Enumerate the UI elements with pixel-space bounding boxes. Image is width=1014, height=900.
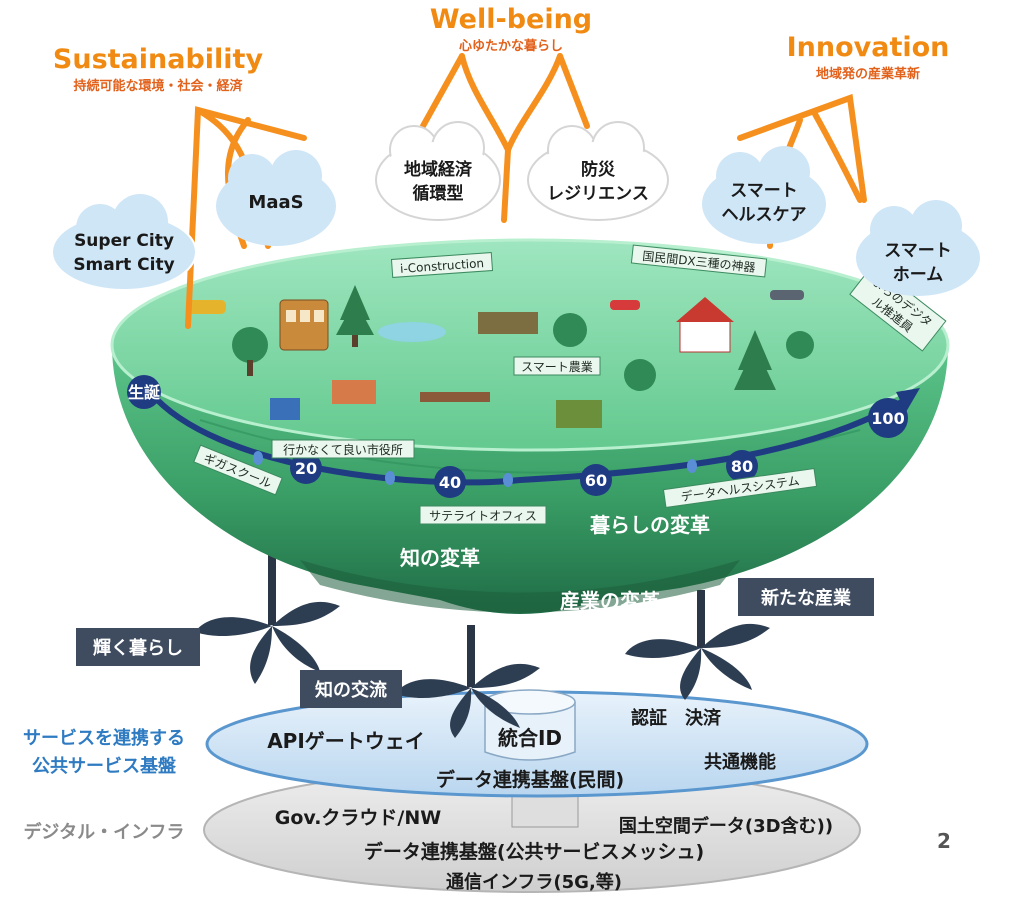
svg-text:地域経済: 地域経済 [404,159,473,180]
age-label-60: 60 [585,471,607,490]
svg-text:ホーム: ホーム [893,265,944,285]
network-infra-label: 通信インフラ(5G,等) [446,871,622,893]
tag-i-construction: i-Construction [390,252,494,278]
tag-city-hall: 行かなくて良い市役所 [271,439,415,459]
label-knowledge-exchange: 知の交流 [300,670,402,708]
svg-text:Well-being: Well-being [430,4,592,35]
gov-cloud-label: Gov.クラウド/NW [275,807,442,829]
label-shining-life: 輝く暮らし [76,628,200,666]
goal-innovation: Innovation 地域発の産業革新 [787,32,950,82]
band-life-transformation: 暮らしの変革 [589,513,710,537]
svg-text:循環型: 循環型 [413,183,464,204]
age-marker-40 [434,466,466,498]
svg-text:行かなくて良い市役所: 行かなくて良い市役所 [283,442,403,457]
cloud-maas: MaaS [216,150,336,246]
svg-text:Smart City: Smart City [73,255,174,275]
cloud-super-city: Super City Smart City [51,194,197,291]
page-number: 2 [937,829,951,853]
cloud-smart-healthcare: スマート ヘルスケア [702,146,826,244]
age-label-100: 100 [871,409,904,428]
tag-smart-farming: スマート農業 [513,356,601,376]
svg-text:i-Construction: i-Construction [400,256,485,276]
auth-payment-label: 認証 決済 [631,707,722,729]
age-label-20: 20 [295,459,317,478]
unified-id-label: 統合ID [498,726,562,750]
goal-sustainability: Sustainability 持続可能な環境・社会・経済 [53,44,264,94]
svg-text:Super City: Super City [74,231,174,251]
svg-text:スマート: スマート [884,241,952,261]
age-label-80: 80 [731,457,753,476]
propeller-left [195,555,340,684]
tag-satellite-office: サテライトオフィス [419,505,547,525]
svg-text:スマート農業: スマート農業 [521,360,593,374]
svg-text:新たな産業: 新たな産業 [761,587,852,609]
propeller-right [625,590,770,700]
life-timeline: 生誕 20 40 60 80 100 [127,375,920,498]
api-gateway-label: APIゲートウェイ [267,729,425,753]
service-platform-side-label-1: サービスを連携する [23,727,185,749]
svg-text:ヘルスケア: ヘルスケア [722,205,807,225]
age-marker-100 [868,398,908,438]
band-industry-transformation: 産業の変革 [560,589,660,613]
public-data-platform-label: データ連携基盤(公共サービスメッシュ) [364,840,704,863]
svg-text:サテライトオフィス: サテライトオフィス [429,509,537,523]
label-new-industry: 新たな産業 [738,578,874,616]
digital-infra-side-label: デジタル・インフラ [23,821,184,843]
svg-text:知の交流: 知の交流 [315,679,387,701]
svg-text:レジリエンス: レジリエンス [547,184,649,204]
propeller-center [395,625,540,738]
svg-text:Innovation: Innovation [787,32,950,63]
service-platform-side-label-2: 公共サービス基盤 [32,755,177,777]
svg-text:Sustainability: Sustainability [53,44,264,75]
geo-data-label: 国土空間データ(3D含む)) [619,815,833,837]
cloud-disaster-resilience: 防災 レジリエンス [527,121,669,221]
cloud-smart-home: スマート ホーム [856,200,980,296]
svg-text:スマート: スマート [730,181,798,201]
private-data-platform-label: データ連携基盤(民間) [436,768,624,791]
svg-text:MaaS: MaaS [248,192,303,213]
service-platform-layer [205,689,869,798]
svg-text:地域発の産業革新: 地域発の産業革新 [816,66,920,82]
age-label-40: 40 [439,473,461,492]
age-marker-60 [580,464,612,496]
svg-text:持続可能な環境・社会・経済: 持続可能な環境・社会・経済 [73,78,243,94]
age-marker-20 [290,452,322,484]
lifeline-start-label: 生誕 [128,383,160,402]
svg-text:防災: 防災 [581,159,616,180]
city-bowl [110,238,950,614]
svg-text:輝く暮らし: 輝く暮らし [93,638,183,659]
band-knowledge-transformation: 知の変革 [400,546,480,570]
common-functions-label: 共通機能 [704,751,776,773]
svg-text:心ゆたかな暮らし: 心ゆたかな暮らし [459,38,563,54]
cloud-local-economy: 地域経済 循環型 [375,121,501,221]
age-marker-80 [726,450,758,482]
goal-well-being: Well-being 心ゆたかな暮らし [430,4,592,54]
birth-marker [127,375,161,409]
